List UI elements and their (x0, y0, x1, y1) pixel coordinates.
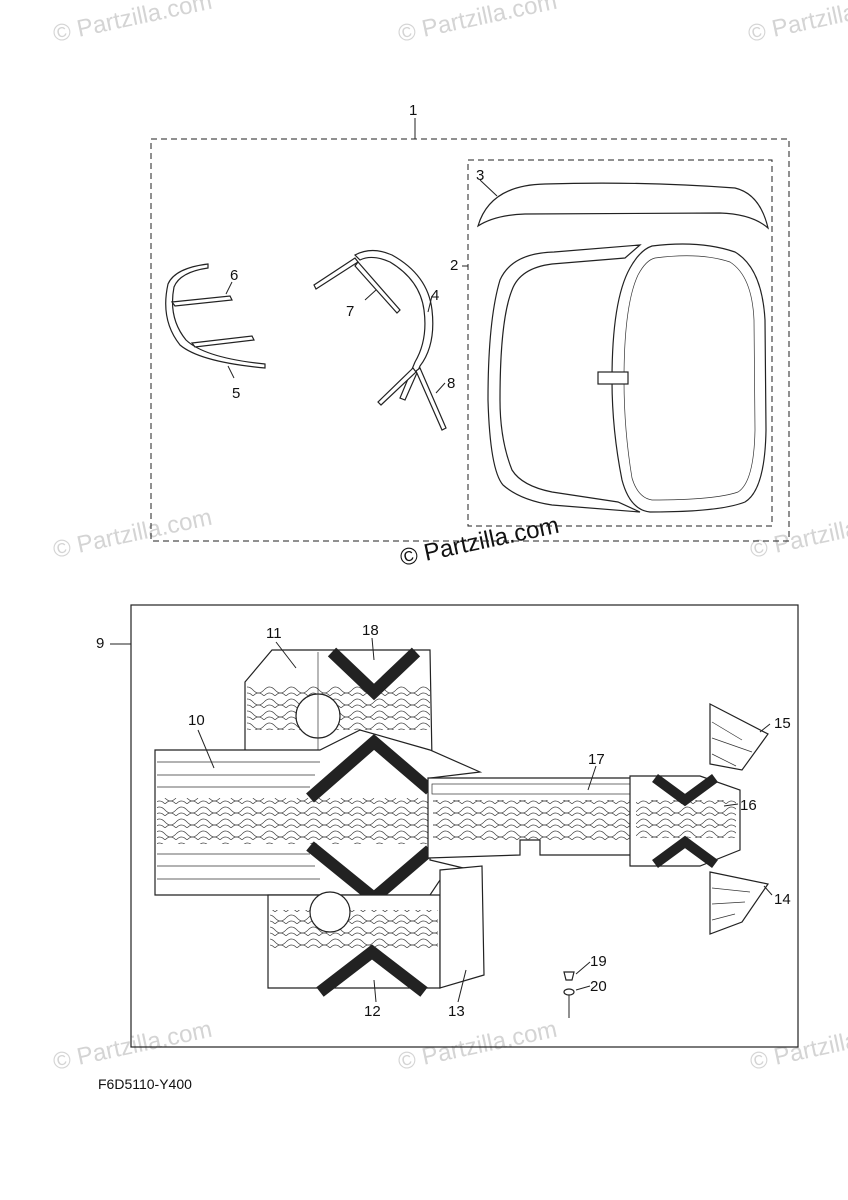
callout-7: 7 (346, 303, 354, 320)
cushion-frame-left (487, 244, 642, 513)
callout-11: 11 (266, 625, 282, 642)
callout-5: 5 (232, 385, 240, 402)
callout-10: 10 (188, 712, 205, 729)
watermark-text: © Partzilla.com (396, 1016, 560, 1076)
mat-part-13 (439, 865, 485, 989)
callout-19: 19 (590, 953, 607, 970)
callout-labels: 1 2 3 4 5 6 7 8 9 10 11 12 13 14 15 16 1… (96, 102, 791, 1020)
watermark-text: © Partzilla.com (748, 504, 848, 564)
strut-part-8 (377, 367, 417, 406)
rail-part-5 (165, 263, 266, 369)
callout-14: 14 (774, 891, 791, 908)
assembly-9-outline (130, 604, 799, 1048)
watermark-text: © Partzilla.com (51, 504, 215, 564)
fastener-part-19 (563, 971, 575, 981)
upper-assembly (150, 118, 790, 542)
callout-2: 2 (450, 257, 458, 274)
callout-16: 16 (740, 797, 757, 814)
watermark-text: © Partzilla.com (51, 0, 215, 48)
strut-part-7 (313, 257, 359, 290)
frame-clip (597, 371, 629, 385)
watermark-text: © Partzilla.com (51, 1016, 215, 1076)
handrail-part-4 (354, 249, 434, 401)
assembly-2-outline (467, 159, 773, 527)
callout-4: 4 (431, 287, 439, 304)
rail-part-6 (170, 295, 233, 307)
fastener-part-20 (563, 988, 575, 996)
trim-part-3 (476, 182, 770, 230)
callout-20: 20 (590, 978, 607, 995)
callout-12: 12 (364, 1003, 381, 1020)
callout-15: 15 (774, 715, 791, 732)
callout-8: 8 (447, 375, 455, 392)
callout-3: 3 (476, 167, 484, 184)
callout-18: 18 (362, 622, 379, 639)
mat-part-14 (709, 871, 770, 935)
mat-part-15 (709, 703, 769, 771)
callout-13: 13 (448, 1003, 465, 1020)
cushion-frame-right (611, 243, 767, 513)
mat-assembly (110, 604, 799, 1048)
diagram-code: F6D5110-Y400 (98, 1076, 192, 1092)
callout-1: 1 (409, 102, 417, 119)
callout-17: 17 (588, 751, 605, 768)
callout-9: 9 (96, 635, 104, 652)
watermark-center: © Partzilla.com (398, 512, 562, 572)
watermark-text: © Partzilla.com (396, 0, 560, 48)
watermark-text: © Partzilla.com (746, 0, 848, 48)
callout-6: 6 (230, 267, 238, 284)
